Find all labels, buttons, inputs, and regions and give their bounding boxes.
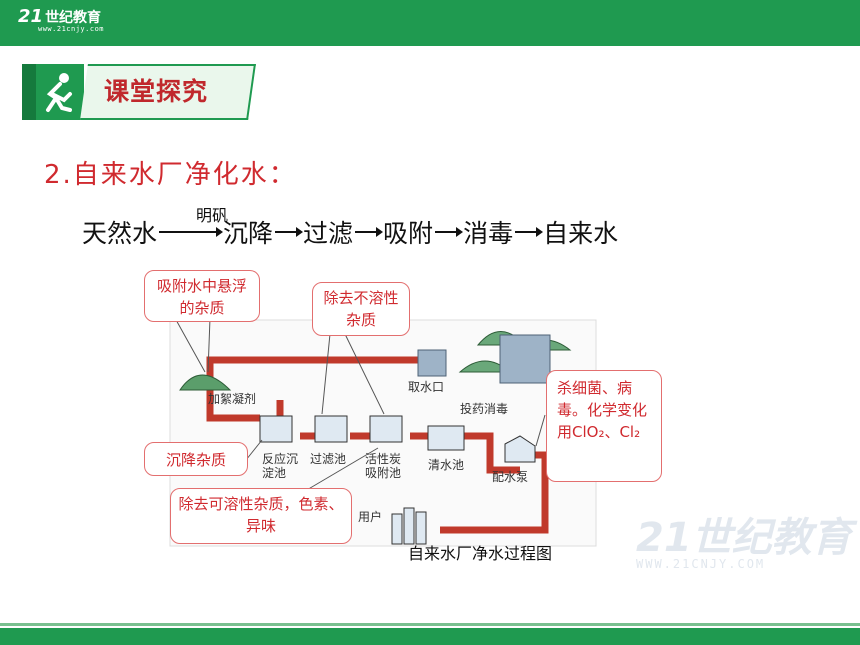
flow-arrow (435, 227, 464, 237)
flow-step-settle: 沉降 (223, 219, 274, 248)
logo-url: www.21cnjy.com (38, 25, 105, 33)
label-coagulant: 加絮凝剂 (208, 392, 257, 406)
flow-step-tap-water: 自来水 (543, 219, 619, 248)
watermark-url: WWW.21CNJY.COM (636, 557, 766, 571)
watermark-text: 21世纪教育 (636, 515, 852, 561)
label-filter-tank: 过滤池 (310, 452, 347, 466)
callout-disinfect: 杀细菌、病毒。化学变化用ClO₂、Cl₂ (546, 370, 662, 482)
flow-step-raw-water: 天然水 (82, 219, 158, 248)
page-heading: 2.自来水厂净化水： (44, 160, 297, 190)
runner-icon (46, 73, 72, 112)
section-title: 课堂探究 (104, 77, 209, 106)
diagram-caption: 自来水厂净水过程图 (408, 544, 553, 563)
watermark: 21世纪教育 WWW.21CNJY.COM (636, 505, 852, 571)
label-carbon-tank: 活性炭吸附池 (365, 452, 402, 480)
flow-arrow-note: 明矾 (196, 206, 229, 225)
footer-accent-line (0, 623, 860, 626)
label-dosing: 投药消毒 (460, 402, 509, 416)
section-icon-box (22, 64, 84, 120)
callout-settle: 沉降杂质 (144, 442, 248, 476)
process-flow: 天然水 沉降过滤吸附消毒自来水 (82, 214, 618, 250)
label-clear-tank: 清水池 (428, 458, 465, 472)
callout-filter: 除去不溶性杂质 (312, 282, 410, 336)
flow-step-disinfect: 消毒 (463, 219, 514, 248)
callout-adsorb: 吸附水中悬浮的杂质 (144, 270, 260, 322)
label-users: 用户 (358, 510, 383, 524)
label-reaction-tank: 反应沉淀池 (262, 452, 299, 480)
label-intake: 取水口 (408, 380, 445, 394)
flow-step-adsorb: 吸附 (383, 219, 434, 248)
logo-brand: 世纪教育 (45, 10, 102, 26)
flow-arrow (159, 227, 224, 237)
flow-arrow (275, 227, 304, 237)
flow-arrow (355, 227, 384, 237)
footer-bar (0, 628, 860, 645)
flow-arrow (515, 227, 544, 237)
logo-mark: 21 (18, 6, 44, 27)
callout-soluble: 除去可溶性杂质，色素、异味 (170, 488, 352, 544)
label-pump: 配水泵 (492, 470, 529, 484)
flow-step-filter: 过滤 (303, 219, 354, 248)
